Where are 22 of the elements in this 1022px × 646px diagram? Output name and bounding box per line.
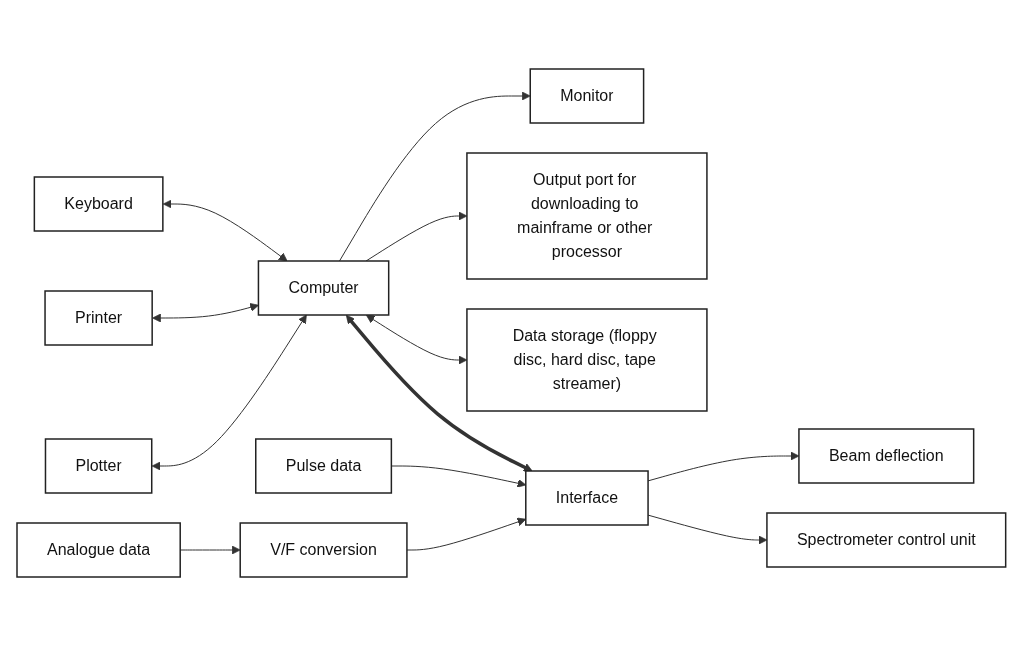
arrow [647,514,767,545]
node-box: Data storage (floppy disc, hard disc, tape streamer) [465,308,708,412]
arrow [151,303,259,323]
arrow [365,314,467,365]
arrow [345,314,533,472]
arrow [162,199,288,262]
node-box: Pulse data [254,438,392,494]
node-box: V/F conversion [239,522,408,578]
arrow [647,451,799,482]
node-box: Beam deflection [797,428,975,484]
node-box: Computer [257,260,390,316]
node-box: Spectrometer control unit [765,512,1007,568]
arrow [151,314,307,471]
node-box: Plotter [44,438,153,494]
node-box: Keyboard [33,176,164,232]
node-box: Printer [43,290,153,346]
node-box: Interface [524,470,649,526]
arrow [365,211,467,262]
node-box: Monitor [529,68,644,124]
node-box: Output port for downloading to mainframe or other processor [465,152,708,280]
node-box: Analogue data [15,522,181,578]
arrow [406,517,526,551]
